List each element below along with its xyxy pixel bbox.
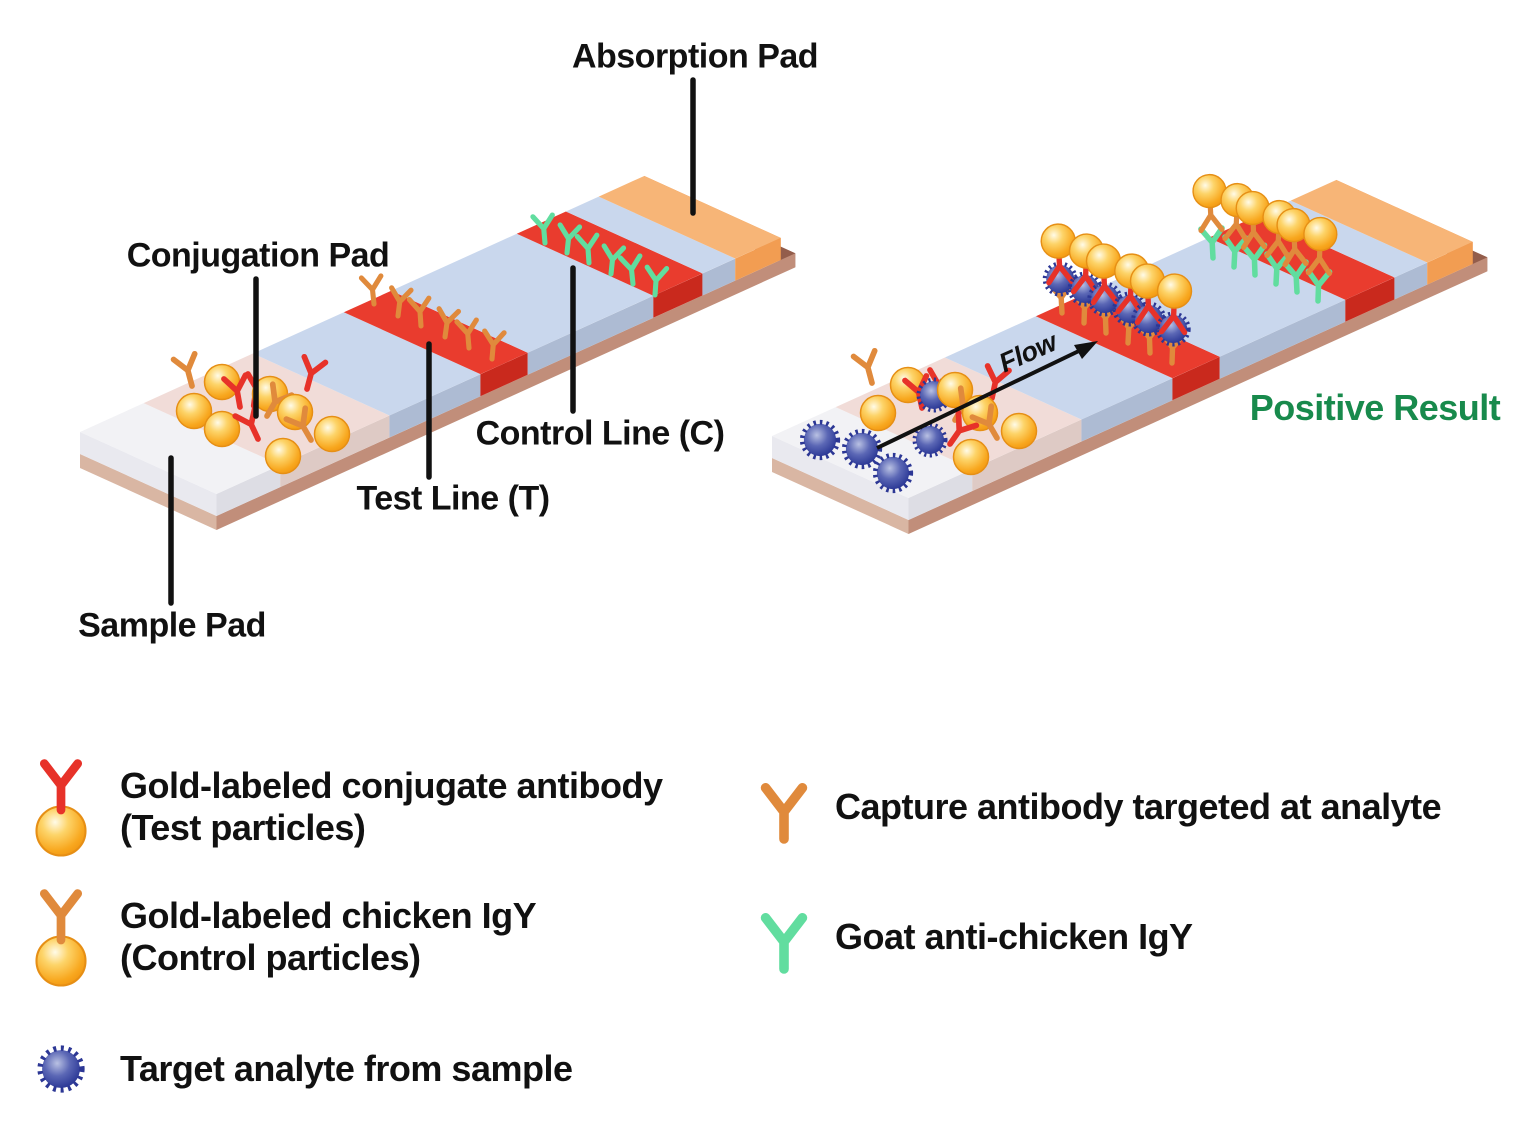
test-strip-schematic — [80, 175, 796, 530]
capture-antibody-icon — [766, 788, 803, 839]
label-test-line: Test Line (T) — [356, 479, 550, 518]
legend-item-control-particles: Gold-labeled chicken IgY (Control partic… — [120, 895, 537, 979]
legend-item-target-analyte: Target analyte from sample — [120, 1048, 573, 1090]
flow-arrow — [876, 341, 1098, 450]
legend-item-capture-antibody: Capture antibody targeted at analyte — [835, 786, 1442, 828]
legend-line: Goat anti-chicken IgY — [835, 916, 1193, 957]
gold-conjugate-antibody-icon — [35, 764, 87, 857]
pointer-lines — [168, 77, 696, 606]
goat-anti-chicken-igy-icon — [766, 918, 803, 969]
label-absorption-pad: Absorption Pad — [571, 37, 819, 76]
label-control-line: Control Line (C) — [475, 414, 725, 453]
label-positive-result: Positive Result — [1249, 387, 1501, 428]
legend-line: (Test particles) — [120, 807, 366, 848]
label-sample-pad: Sample Pad — [78, 606, 266, 645]
legend-line: Gold-labeled conjugate antibody — [120, 765, 663, 806]
label-conjugation-pad: Conjugation Pad — [126, 236, 390, 275]
legend-line: Capture antibody targeted at analyte — [835, 786, 1442, 827]
legend-item-goat-anti-chicken: Goat anti-chicken IgY — [835, 916, 1193, 958]
legend-line: Gold-labeled chicken IgY — [120, 895, 537, 936]
legend-item-test-particles: Gold-labeled conjugate antibody (Test pa… — [120, 765, 663, 849]
gold-chicken-igy-icon — [35, 894, 87, 987]
target-analyte-icon — [40, 1048, 82, 1090]
legend-line: Target analyte from sample — [120, 1048, 573, 1089]
legend-line: (Control particles) — [120, 937, 421, 978]
